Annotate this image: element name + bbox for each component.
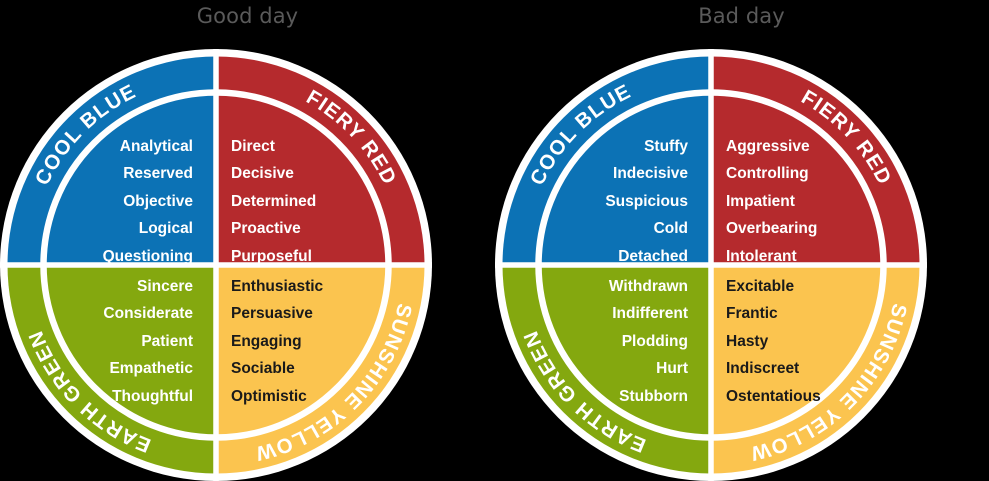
- word-item: Suspicious: [605, 192, 688, 210]
- word-list-fiery-red: Aggressive Controlling Impatient Overbea…: [717, 133, 913, 270]
- word-item: Purposeful: [231, 247, 312, 265]
- word-item: Objective: [123, 192, 193, 210]
- word-item: Thoughtful: [112, 387, 193, 405]
- word-item: Decisive: [231, 165, 294, 183]
- bad-day-wheel: COOL BLUE FIERY RED EARTH GREEN SUNSHINE…: [495, 49, 927, 481]
- quadrant-earth-green: [7, 265, 216, 474]
- word-list-earth-green: Sincere Considerate Patient Empathetic T…: [6, 273, 202, 410]
- good-day-wheel: COOL BLUE FIERY RED EARTH GREEN SUNSHINE…: [0, 49, 432, 481]
- word-item: Cold: [653, 220, 688, 238]
- word-item: Direct: [231, 138, 275, 155]
- quadrant-fiery-red: [711, 56, 920, 265]
- word-item: Controlling: [726, 165, 809, 183]
- good-day-title: Good day: [196, 4, 299, 28]
- quadrant-sunshine-yellow: [711, 265, 920, 474]
- quadrant-sunshine-yellow: [216, 265, 425, 474]
- word-list-sunshine-yellow: Enthusiastic Persuasive Engaging Sociabl…: [222, 273, 418, 410]
- word-item: Overbearing: [726, 220, 818, 238]
- word-item: Optimistic: [231, 387, 307, 405]
- word-item: Sociable: [231, 360, 295, 378]
- word-item: Engaging: [231, 332, 302, 350]
- word-item: Plodding: [621, 332, 688, 350]
- bad-day-title: Bad day: [698, 4, 785, 28]
- word-item: Ostentatious: [726, 387, 821, 405]
- word-item: Questioning: [102, 247, 193, 265]
- word-item: Sincere: [136, 278, 193, 295]
- word-item: Empathetic: [109, 360, 193, 378]
- quadrant-fiery-red: [216, 56, 425, 265]
- quadrant-earth-green: [502, 265, 711, 474]
- word-item: Excitable: [726, 278, 795, 295]
- word-item: Intolerant: [726, 247, 797, 265]
- word-item: Withdrawn: [608, 278, 688, 295]
- word-item: Indifferent: [612, 305, 688, 323]
- bad-day-diagram: Bad day COOL BLUE FIERY RED: [494, 0, 989, 481]
- word-item: Impatient: [726, 192, 795, 210]
- word-item: Reserved: [123, 165, 193, 183]
- quadrant-cool-blue: [502, 56, 711, 265]
- word-list-fiery-red: Direct Decisive Determined Proactive Pur…: [222, 133, 418, 270]
- word-item: Persuasive: [231, 305, 313, 323]
- word-item: Analytical: [119, 138, 193, 155]
- word-item: Indecisive: [613, 165, 688, 183]
- quadrant-cool-blue: [7, 56, 216, 265]
- word-item: Logical: [138, 220, 193, 238]
- word-item: Patient: [141, 332, 193, 350]
- bad-day-wheel-svg: COOL BLUE FIERY RED EARTH GREEN SUNSHINE…: [495, 49, 927, 481]
- word-item: Frantic: [726, 305, 778, 323]
- good-day-wheel-svg: COOL BLUE FIERY RED EARTH GREEN SUNSHINE…: [0, 49, 432, 481]
- word-item: Enthusiastic: [231, 278, 324, 295]
- word-list-cool-blue: Analytical Reserved Objective Logical Qu…: [6, 133, 202, 270]
- word-item: Aggressive: [726, 138, 810, 155]
- word-item: Detached: [618, 247, 688, 265]
- word-list-sunshine-yellow: Excitable Frantic Hasty Indiscreet Osten…: [717, 273, 913, 410]
- word-item: Determined: [231, 192, 317, 210]
- good-day-diagram: Good day COOL BLUE: [0, 4, 432, 481]
- word-item: Hasty: [726, 332, 769, 350]
- word-item: Considerate: [103, 305, 193, 323]
- word-list-cool-blue: Stuffy Indecisive Suspicious Cold Detach…: [501, 133, 697, 270]
- word-item: Stuffy: [644, 138, 688, 155]
- word-item: Hurt: [656, 360, 688, 378]
- word-item: Indiscreet: [726, 360, 800, 378]
- word-item: Proactive: [231, 220, 301, 238]
- word-list-earth-green: Withdrawn Indifferent Plodding Hurt Stub…: [501, 273, 697, 410]
- word-item: Stubborn: [619, 387, 688, 405]
